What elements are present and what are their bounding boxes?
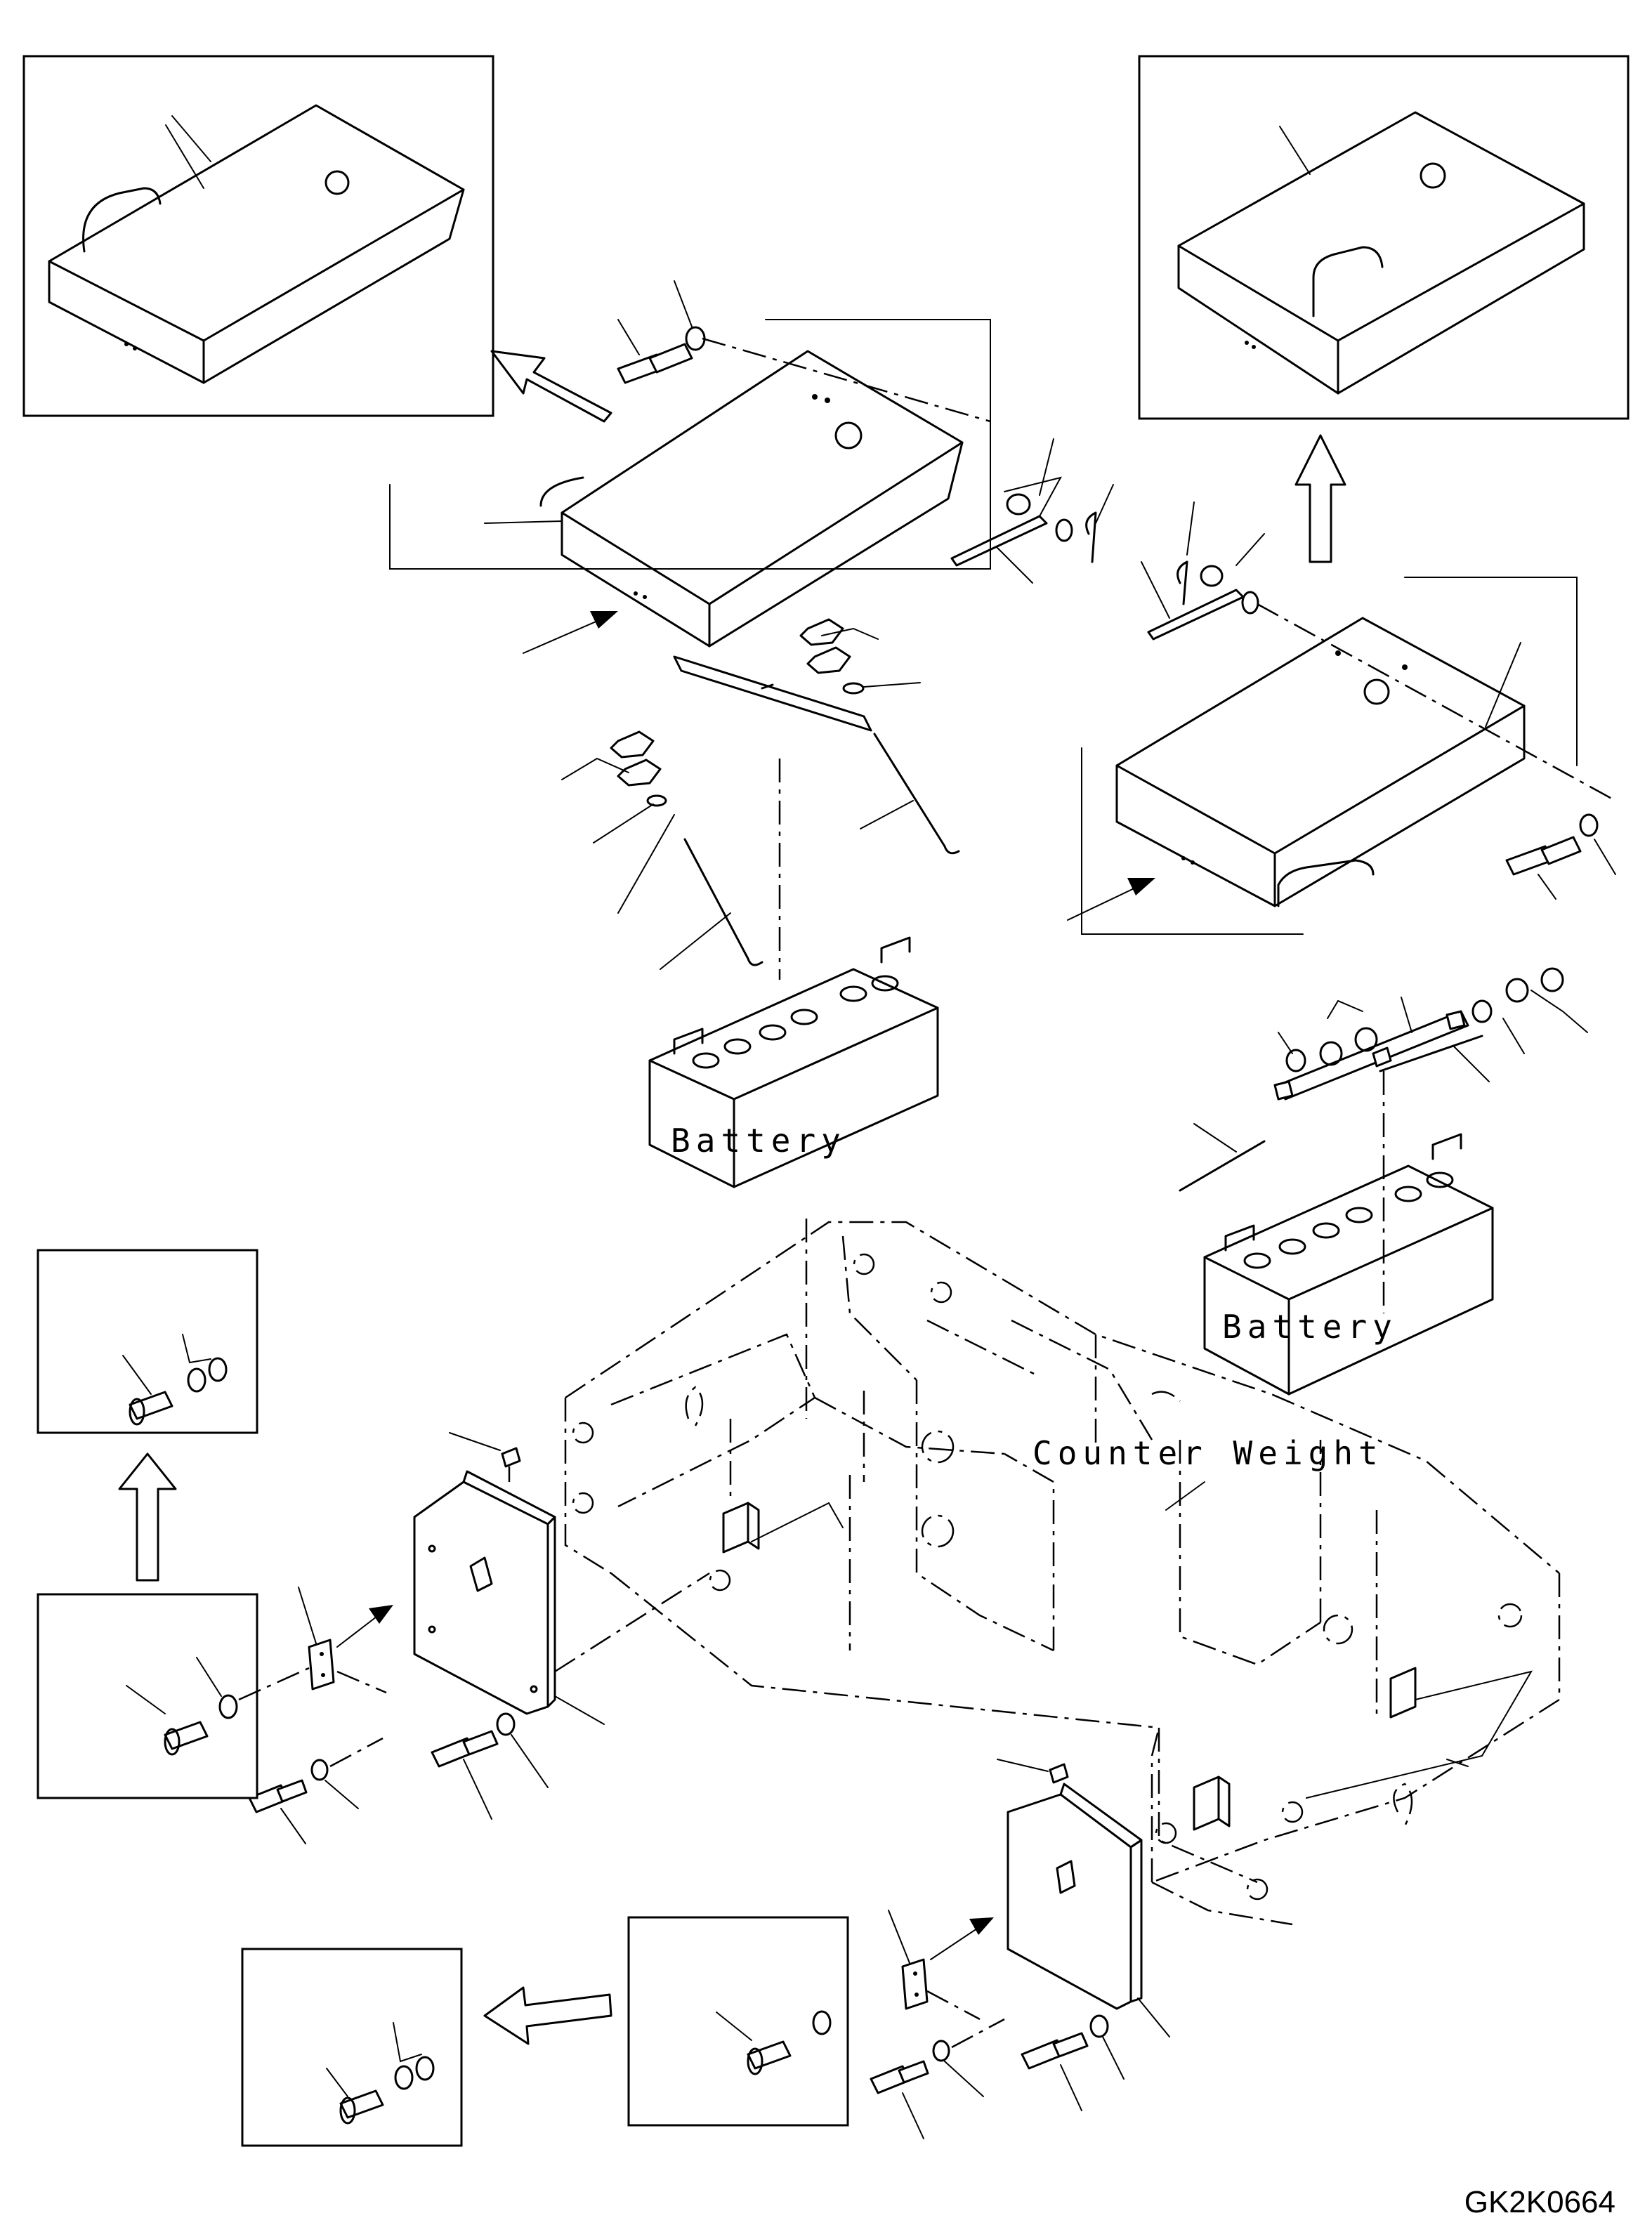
battery-right: Battery xyxy=(1203,1133,1494,1396)
arrow-to-inset-bottom-left xyxy=(483,1986,612,2045)
battery-left-label: Battery xyxy=(671,1122,846,1160)
arrow-to-inset-left-upper xyxy=(118,1452,177,1582)
hinge-strap-left xyxy=(950,438,1114,584)
latch-right xyxy=(888,1910,994,2021)
bolts-left-lower xyxy=(248,1712,549,1844)
battery-clamp-left xyxy=(561,618,960,980)
arrow-to-right-inset xyxy=(1294,434,1346,563)
bolt-right xyxy=(1505,813,1616,900)
revolving-frame: Counter Weight xyxy=(564,1219,1561,1926)
bolts-right-lower xyxy=(870,2014,1125,2139)
arrow-to-left-inset xyxy=(490,350,612,423)
arrow-pointer-left-cover xyxy=(523,611,618,654)
latch-left xyxy=(298,1587,393,1694)
battery-clamp-right xyxy=(1179,967,1588,1313)
battery-cover-right xyxy=(1081,577,1578,935)
side-cover-left xyxy=(413,1432,710,1725)
inset-battery-cover-left xyxy=(22,55,494,417)
drawing-code: GK2K0664 xyxy=(1464,2185,1615,2219)
inset-left-upper xyxy=(37,1249,258,1434)
hinge-strap-right xyxy=(1141,501,1616,802)
inset-bottom-middle xyxy=(627,1916,849,2127)
arrow-pointer-right-cover xyxy=(1067,878,1155,921)
inset-battery-cover-right xyxy=(1138,55,1630,420)
battery-cover-left xyxy=(171,115,991,648)
inset-left-lower xyxy=(37,1593,310,1799)
counter-weight-label: Counter Weight xyxy=(1032,1434,1384,1472)
battery-right-label: Battery xyxy=(1222,1308,1398,1346)
bolt-top-left xyxy=(617,280,991,423)
cushion-right xyxy=(1193,1667,1533,1831)
cushion-left xyxy=(722,1502,844,1554)
battery-left: Battery xyxy=(648,936,939,1188)
side-cover-right xyxy=(997,1759,1170,2037)
inset-bottom-left xyxy=(241,1948,463,2147)
